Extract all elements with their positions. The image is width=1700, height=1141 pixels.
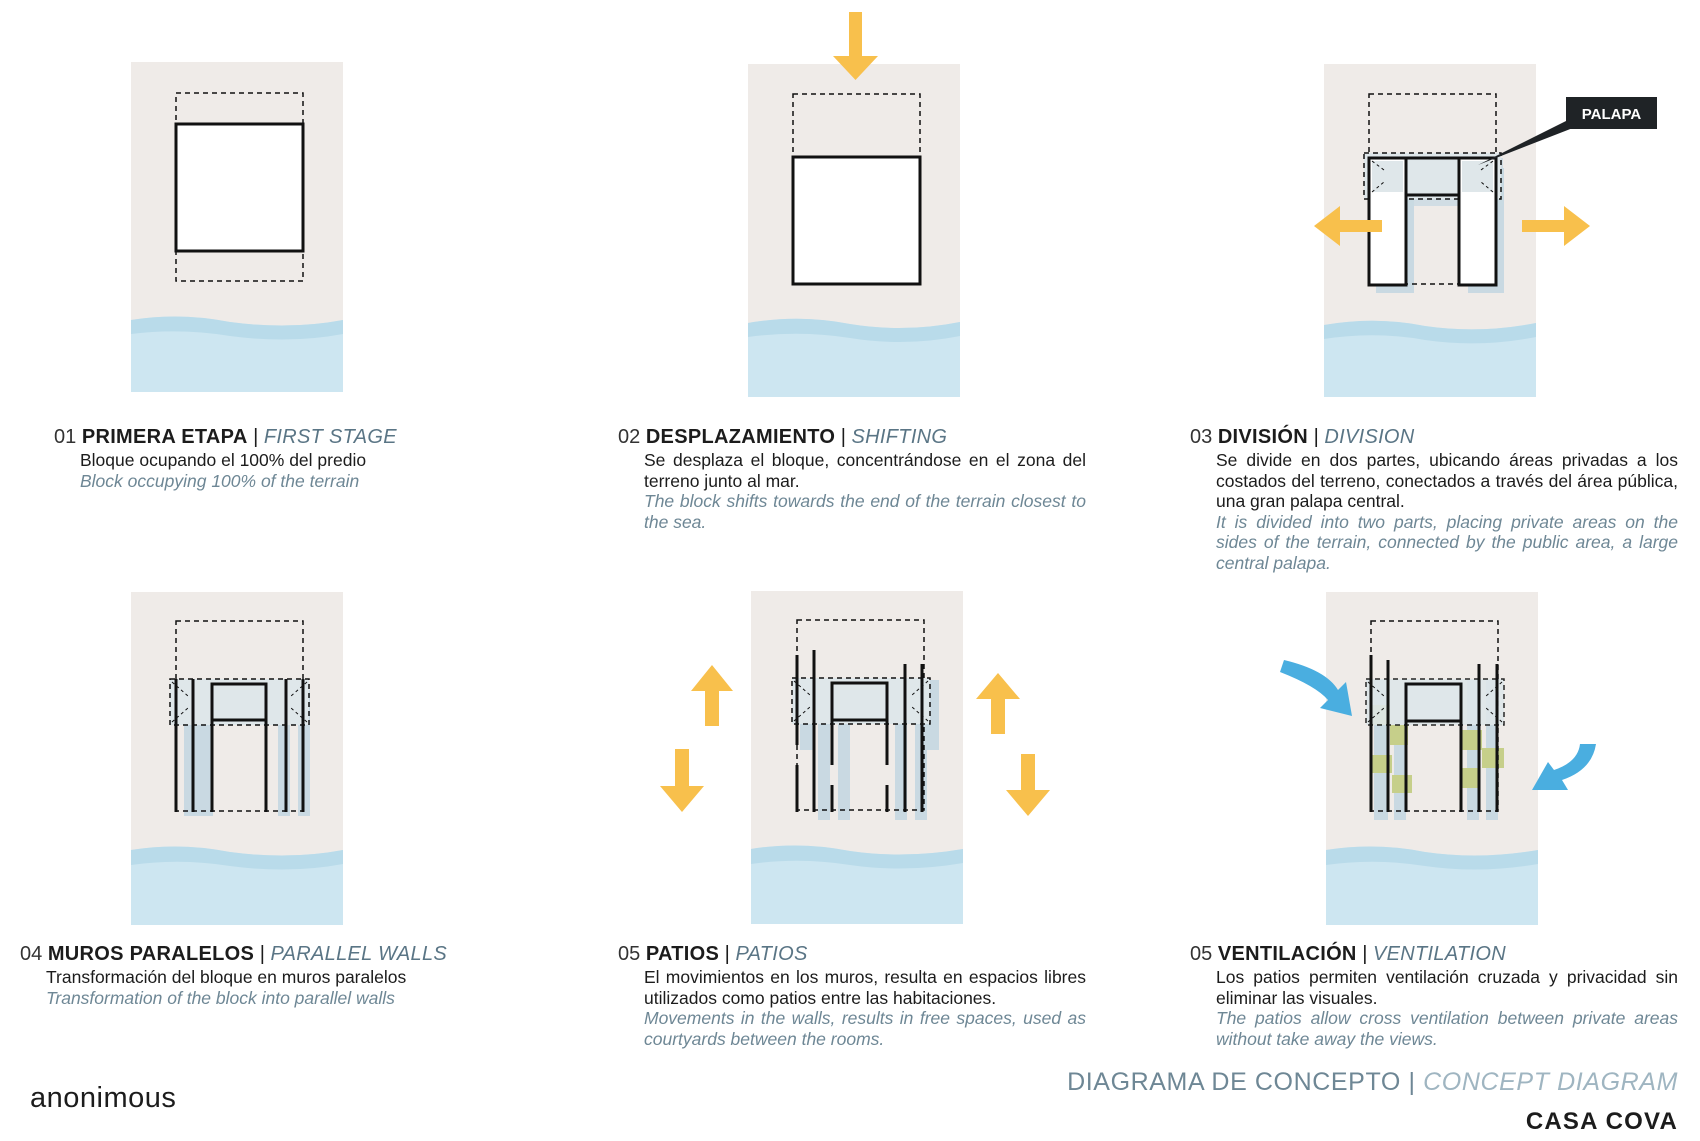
offset-walls	[1369, 655, 1499, 812]
stage-01-heading: 01 PRIMERA ETAPA | FIRST STAGE	[54, 425, 444, 449]
central-palapa	[1404, 156, 1461, 197]
stage-03-drawing: PALAPA	[1314, 64, 1657, 397]
stage-description-en: Movements in the walls, results in free …	[644, 1008, 1086, 1049]
stage-02-caption: 02 DESPLAZAMIENTO | SHIFTING Se desplaza…	[618, 425, 1086, 532]
stage-title-en: PATIOS	[735, 943, 808, 965]
sheet-title-en: CONCEPT DIAGRAM	[1423, 1068, 1678, 1096]
title-separator: |	[724, 943, 730, 965]
block-volume	[174, 122, 305, 253]
parallel-walls	[174, 679, 305, 812]
ventilation-arrow-in-right	[1532, 744, 1596, 790]
stage-number: 05	[1190, 943, 1213, 965]
stage-number: 05	[618, 943, 641, 965]
title-separator: |	[840, 426, 846, 448]
stage-description-es: Se desplaza el bloque, concentrándose en…	[644, 450, 1086, 491]
stage-title-es: MUROS PARALELOS	[47, 943, 255, 965]
block-volume	[791, 155, 922, 286]
stage-title-es: PRIMERA ETAPA	[81, 426, 248, 448]
move-arrow-down-left	[660, 749, 704, 812]
stage-description-es: Bloque ocupando el 100% del predio	[80, 450, 367, 470]
stage-06-heading: 05 VENTILACIÓN | VENTILATION	[1190, 942, 1678, 966]
terrain-outline-dashed	[1370, 620, 1499, 812]
sheet-title-es: DIAGRAMA DE CONCEPTO	[1067, 1068, 1401, 1096]
stage-title-en: VENTILATION	[1373, 943, 1506, 965]
stage-02-drawing	[748, 12, 960, 397]
stage-01-drawing	[131, 62, 343, 392]
title-separator: |	[253, 426, 259, 448]
move-arrow-down-right	[1006, 754, 1050, 816]
stage-number: 02	[618, 426, 641, 448]
stage-title-en: SHIFTING	[851, 426, 948, 448]
sheet-title-separator: |	[1408, 1068, 1416, 1096]
author-name: anonimous	[30, 1082, 177, 1114]
palapa-label-leader	[1478, 118, 1578, 165]
stage-03-caption: 03 DIVISIÓN | DIVISION Se divide en dos …	[1190, 425, 1678, 573]
terrain-outline-dashed	[175, 620, 304, 812]
stage-05-heading: 05 PATIOS | PATIOS	[618, 942, 1086, 966]
stage-number: 04	[20, 943, 43, 965]
terrain-outline-dashed	[1368, 93, 1497, 285]
split-arrow-right	[1522, 206, 1590, 246]
stage-description-es: El movimientos en los muros, resulta en …	[644, 967, 1086, 1008]
stage-description-es: Se divide en dos partes, ubicando áreas …	[1216, 450, 1678, 511]
split-arrow-left	[1314, 206, 1382, 246]
shoreline	[748, 318, 960, 343]
move-arrow-up-left	[691, 665, 733, 726]
stage-description-en: The patios allow cross ventilation betwe…	[1216, 1008, 1678, 1049]
palapa-label-box	[1566, 97, 1657, 129]
stage-01-caption: 01 PRIMERA ETAPA | FIRST STAGE Bloque oc…	[54, 425, 444, 491]
shoreline	[751, 845, 963, 869]
stage-04-drawing	[131, 592, 343, 925]
shoreline	[1326, 846, 1538, 870]
stage-title-en: FIRST STAGE	[263, 426, 397, 448]
stage-number: 03	[1190, 426, 1213, 448]
stage-title-en: DIVISION	[1324, 426, 1415, 448]
palapa-label: PALAPA	[1582, 106, 1642, 123]
central-palapa	[210, 682, 268, 722]
stage-title-en: PARALLEL WALLS	[270, 943, 448, 965]
stage-description-es: Los patios permiten ventilación cruzada …	[1216, 967, 1678, 1008]
stage-description-en: Transformation of the block into paralle…	[46, 987, 395, 1008]
offset-walls	[795, 650, 924, 812]
title-separator: |	[259, 943, 265, 965]
terrain-outline-dashed	[796, 619, 925, 811]
stage-06-caption: 05 VENTILACIÓN | VENTILATION Los patios …	[1190, 942, 1678, 1049]
shoreline	[131, 846, 343, 870]
central-palapa	[830, 681, 889, 722]
stage-description-es: Transformación del bloque en muros paral…	[46, 967, 407, 987]
stage-06-ventilation-drawing	[1280, 592, 1596, 925]
stage-04-caption: 04 MUROS PARALELOS | PARALLEL WALLS Tran…	[20, 942, 480, 1008]
stage-description-en: It is divided into two parts, placing pr…	[1216, 511, 1678, 573]
stage-05-caption: 05 PATIOS | PATIOS El movimientos en los…	[618, 942, 1086, 1049]
stage-description-en: Block occupying 100% of the terrain	[80, 470, 360, 491]
title-separator: |	[1362, 943, 1368, 965]
stage-04-heading: 04 MUROS PARALELOS | PARALLEL WALLS	[20, 942, 480, 966]
shoreline	[131, 316, 343, 340]
move-arrow-up-right	[976, 673, 1020, 734]
stage-05-patios-drawing	[660, 591, 1050, 924]
stage-03-heading: 03 DIVISIÓN | DIVISION	[1190, 425, 1678, 449]
shoreline	[1324, 320, 1536, 344]
shift-arrow-down	[833, 12, 878, 80]
stage-title-es: DIVISIÓN	[1217, 426, 1309, 448]
title-separator: |	[1313, 426, 1319, 448]
stage-title-es: PATIOS	[645, 943, 720, 965]
stage-title-es: VENTILACIÓN	[1217, 943, 1357, 965]
central-palapa	[1404, 682, 1463, 723]
sheet-title: DIAGRAMA DE CONCEPTO | CONCEPT DIAGRAM	[1067, 1068, 1678, 1097]
palapa-inner-left	[1372, 161, 1403, 192]
stage-title-es: DESPLAZAMIENTO	[645, 426, 836, 448]
palapa-inner-right	[1462, 161, 1493, 192]
stage-description-en: The block shifts towards the end of the …	[644, 491, 1086, 532]
palapa-roof-hatch-inner	[1371, 160, 1494, 193]
stage-02-heading: 02 DESPLAZAMIENTO | SHIFTING	[618, 425, 1086, 449]
project-name: CASA COVA	[1525, 1108, 1678, 1135]
stage-number: 01	[54, 426, 77, 448]
ventilation-arrow-in-left	[1280, 660, 1352, 716]
